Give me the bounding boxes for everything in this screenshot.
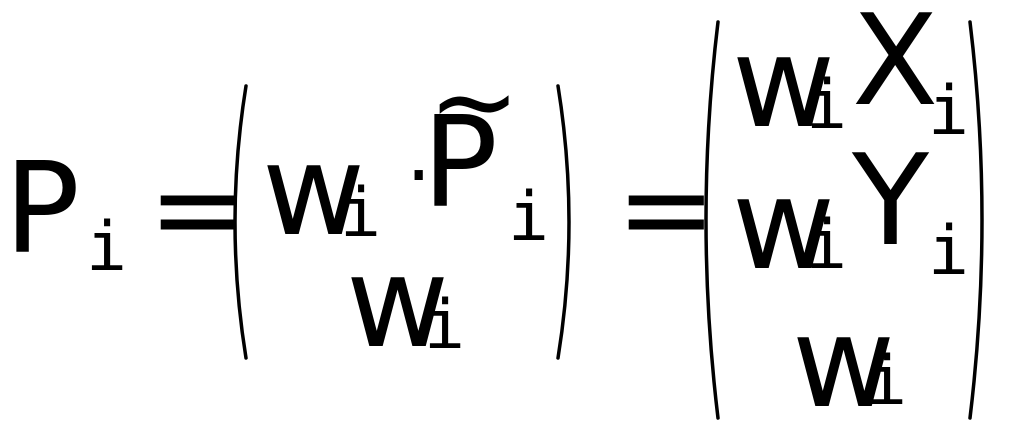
middle-top-weight-w: w	[262, 117, 366, 264]
right-row2-symbol-y: Y	[852, 127, 929, 274]
equals-sign-2: =	[616, 140, 717, 279]
lhs-symbol-p: P	[4, 135, 80, 282]
left-paren-right-vector	[704, 20, 720, 420]
right-row1-symbol-x: X	[852, 0, 939, 134]
lhs-subscript-i: i	[86, 208, 127, 287]
middle-bottom-weight-subscript-i: i	[424, 286, 465, 365]
right-row3-weight-subscript-i: i	[866, 342, 907, 421]
right-row1-symbol-subscript-i: i	[928, 72, 969, 151]
right-row3-weight-w: w	[792, 289, 896, 436]
middle-top-symbol-p: P	[422, 89, 498, 236]
tilde-accent: ~	[428, 37, 521, 165]
right-row2-weight-subscript-i: i	[806, 206, 847, 285]
right-paren-right-vector	[968, 20, 984, 420]
right-row1-weight-w: w	[732, 9, 836, 156]
left-paren-middle-vector	[233, 84, 248, 360]
equals-sign-1: =	[148, 140, 249, 279]
multiplication-dot: ·	[406, 129, 432, 222]
right-row2-symbol-subscript-i: i	[928, 212, 969, 291]
middle-bottom-weight-w: w	[346, 229, 450, 376]
middle-top-symbol-subscript-i: i	[508, 178, 549, 257]
right-row1-weight-subscript-i: i	[806, 66, 847, 145]
middle-top-weight-subscript-i: i	[340, 174, 381, 253]
right-row2-weight-w: w	[732, 151, 836, 298]
right-paren-middle-vector	[556, 84, 571, 360]
